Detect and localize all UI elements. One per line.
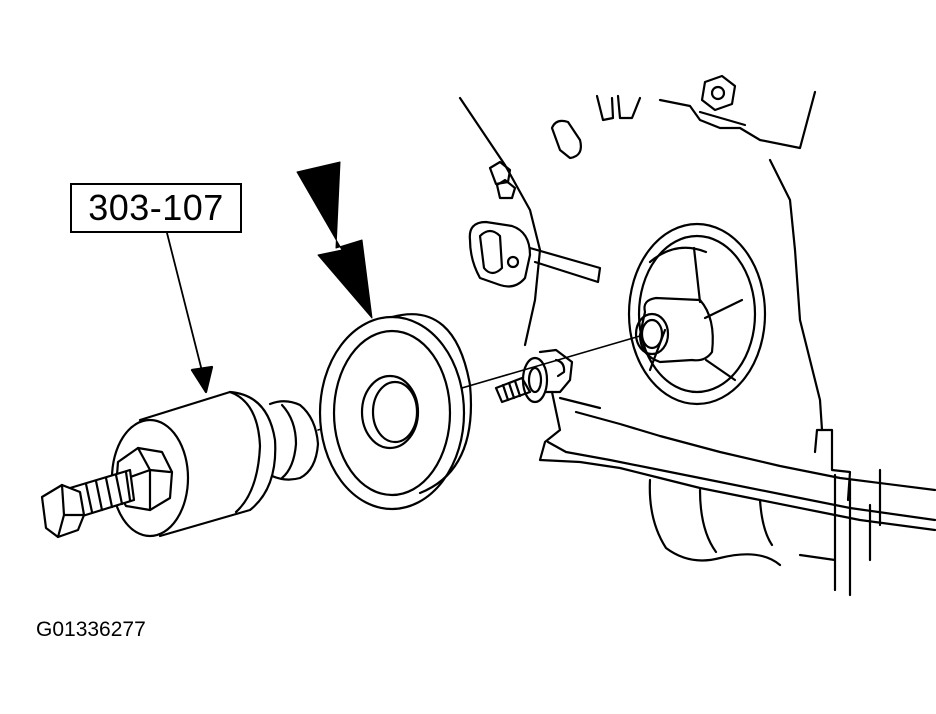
- callout-leader: [166, 232, 214, 394]
- figure-id: G01336277: [36, 618, 146, 641]
- crankshaft-seal: [318, 313, 472, 511]
- tool-number-label: 303-107: [88, 187, 224, 228]
- tool-number-callout: 303-107: [70, 183, 242, 233]
- stud-bolt: [494, 356, 549, 404]
- installer-tool: [40, 390, 320, 539]
- engine-block: [458, 74, 936, 597]
- direction-arrow: [296, 161, 373, 319]
